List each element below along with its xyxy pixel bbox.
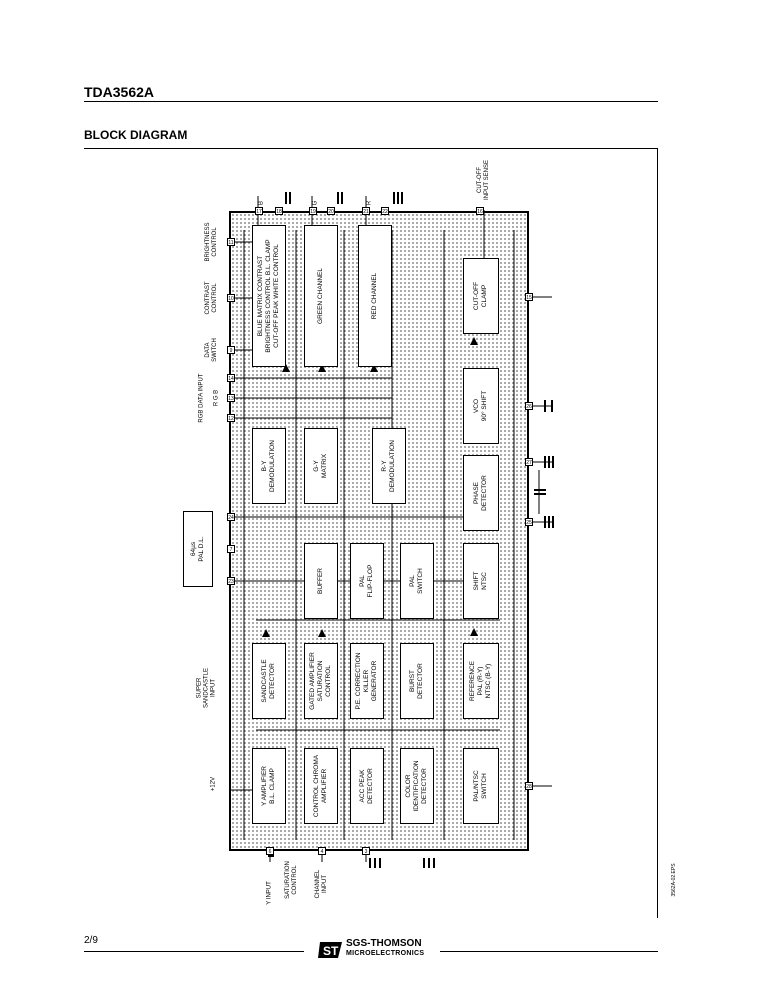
page-header-title: TDA3562A [84, 84, 155, 100]
svg-text:ST: ST [323, 944, 339, 958]
pin-7: 7 [227, 545, 235, 553]
pin-26: 26 [525, 402, 533, 410]
pin-19: 19 [309, 207, 317, 215]
pin-13: 13 [227, 394, 235, 402]
pin-3: 3 [362, 847, 370, 855]
pin-20: 20 [327, 207, 335, 215]
pin-14: 14 [227, 374, 235, 382]
footer-rule-right [440, 951, 658, 952]
header-rule [84, 101, 658, 102]
output-g-label: G [312, 200, 319, 206]
pin-16: 16 [476, 207, 484, 215]
pin-25: 25 [525, 518, 533, 526]
red-channel-block: RED CHANNEL [358, 225, 392, 367]
diagram-frame [84, 148, 658, 918]
footer-rule-left [84, 951, 304, 952]
pin-21: 21 [362, 207, 370, 215]
pin-17: 17 [255, 207, 263, 215]
pin-12: 12 [227, 414, 235, 422]
y-input-label: Y INPUT [266, 881, 273, 905]
pin-22: 22 [381, 207, 389, 215]
rgb-input-letters: R G B [213, 389, 220, 407]
pin-15: 15 [525, 293, 533, 301]
pin-24: 24 [227, 513, 235, 521]
output-r-label: R [366, 200, 373, 206]
pin-23: 23 [227, 577, 235, 585]
brand-name: SGS-THOMSON [346, 938, 422, 949]
st-logo-icon: ST [318, 942, 342, 958]
pin-11: 11 [227, 238, 235, 246]
figure-code: 3562A-02.EPS [671, 863, 677, 897]
green-channel-block: GREEN CHANNEL [304, 225, 338, 367]
page-number: 2/9 [84, 935, 98, 946]
st-logo: ST SGS-THOMSON MICROELECTRONICS [318, 938, 436, 964]
pin-28: 28 [525, 782, 533, 790]
output-b-label: B [258, 200, 265, 206]
section-title: BLOCK DIAGRAM [84, 128, 188, 142]
pin-27: 27 [525, 458, 533, 466]
pin-6: 6 [266, 847, 274, 855]
rgb-data-input-label: RGB DATA INPUT [198, 373, 205, 423]
pin-4: 4 [318, 847, 326, 855]
plus12v-label: +12V [210, 776, 217, 792]
pin-18: 18 [275, 207, 283, 215]
brand-subtitle: MICROELECTRONICS [346, 950, 425, 957]
buffer-block: BUFFER [304, 543, 338, 619]
pin-9: 9 [227, 346, 235, 354]
pin-10: 10 [227, 294, 235, 302]
